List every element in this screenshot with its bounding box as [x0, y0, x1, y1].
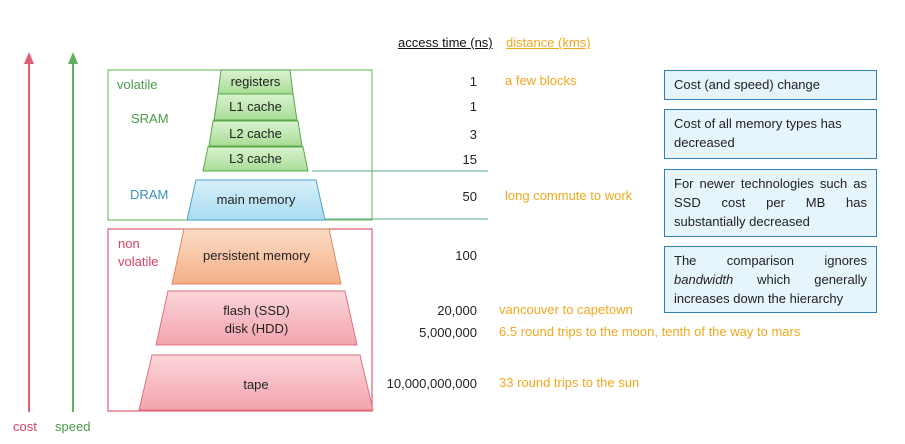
non-volatile-label-line2: volatile — [118, 254, 159, 269]
access-time-persistent-memory: 100 — [455, 248, 477, 263]
l3-cache-label: L3 cache — [229, 151, 282, 166]
persistent-memory-block — [171, 228, 342, 285]
access-time-header: access time (ns) — [398, 35, 493, 50]
tape-label: tape — [243, 377, 269, 392]
access-time-l3: 15 — [462, 152, 477, 167]
distance-registers: a few blocks — [505, 73, 577, 88]
access-time-tape: 10,000,000,000 — [386, 376, 477, 391]
main-memory-label: main memory — [216, 192, 296, 207]
cost-arrow — [24, 52, 34, 412]
registers-label: registers — [230, 74, 281, 89]
note-cost-decreased: Cost of all memory types has decreased — [664, 109, 877, 159]
dram-label: DRAM — [130, 187, 169, 202]
note-bandwidth: The comparison ignores bandwidth which g… — [664, 246, 877, 313]
speed-arrow — [68, 52, 78, 412]
distance-flash: vancouver to capetown — [499, 302, 633, 317]
flash-ssd-label: flash (SSD) — [223, 303, 290, 318]
l1-cache-block — [213, 93, 298, 121]
note-cost-speed: Cost (and speed) change — [664, 70, 877, 100]
note-ssd-cost: For newer technologies such as SSD cost … — [664, 169, 877, 237]
access-time-main-memory: 50 — [462, 189, 477, 204]
sram-label: SRAM — [131, 111, 169, 126]
access-time-l2: 3 — [469, 127, 477, 142]
non-volatile-label-line1: non — [118, 236, 140, 251]
disk-hdd-label: disk (HDD) — [224, 321, 289, 336]
cost-label: cost — [13, 419, 37, 434]
bandwidth-emphasis: bandwidth — [674, 272, 734, 287]
volatile-label: volatile — [117, 77, 158, 92]
distance-main-memory: long commute to work — [505, 188, 633, 203]
access-time-l1: 1 — [469, 99, 477, 114]
tape-block — [138, 354, 374, 411]
distance-header: distance (kms) — [506, 35, 591, 50]
l1-cache-label: L1 cache — [229, 99, 282, 114]
access-time-disk: 5,000,000 — [419, 325, 477, 340]
distance-disk: 6.5 round trips to the moon, tenth of th… — [499, 324, 801, 339]
speed-label: speed — [55, 419, 91, 434]
l3-cache-block — [202, 146, 309, 172]
l2-cache-block — [208, 120, 303, 147]
persistent-memory-label: persistent memory — [203, 248, 310, 263]
flash-disk-block — [155, 290, 358, 346]
access-time-registers: 1 — [469, 74, 477, 89]
main-memory-block — [186, 179, 326, 221]
distance-tape: 33 round trips to the sun — [499, 375, 640, 390]
l2-cache-label: L2 cache — [229, 126, 282, 141]
access-time-flash: 20,000 — [437, 303, 477, 318]
